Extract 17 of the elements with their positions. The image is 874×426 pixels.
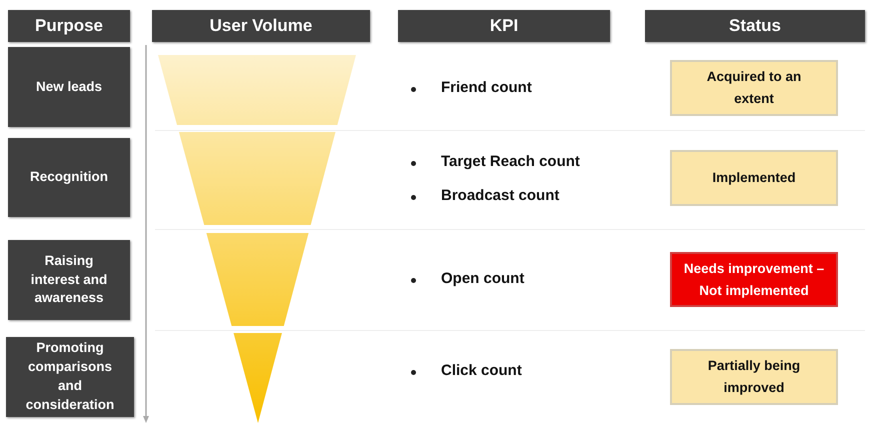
column-header: User Volume xyxy=(152,10,370,42)
column-header: Purpose xyxy=(8,10,130,42)
kpi-label: Broadcast count xyxy=(441,187,560,204)
status-box: Implemented xyxy=(670,150,838,206)
kpi-label: Open count xyxy=(441,270,524,287)
purpose-box: New leads xyxy=(8,47,130,127)
kpi-label: Click count xyxy=(441,362,522,379)
column-header: KPI xyxy=(398,10,610,42)
kpi-label: Target Reach count xyxy=(441,153,580,170)
purpose-box: Promoting comparisons and consideration xyxy=(6,337,134,417)
purpose-box: Recognition xyxy=(8,138,130,217)
alert-status-box: Needs improvement – Not implemented xyxy=(670,252,838,307)
purpose-box: Raising interest and awareness xyxy=(8,240,130,320)
status-box: Partially being improved xyxy=(670,349,838,405)
column-header: Status xyxy=(645,10,865,42)
kpi-label: Friend count xyxy=(441,79,532,96)
status-box: Acquired to an extent xyxy=(670,60,838,116)
